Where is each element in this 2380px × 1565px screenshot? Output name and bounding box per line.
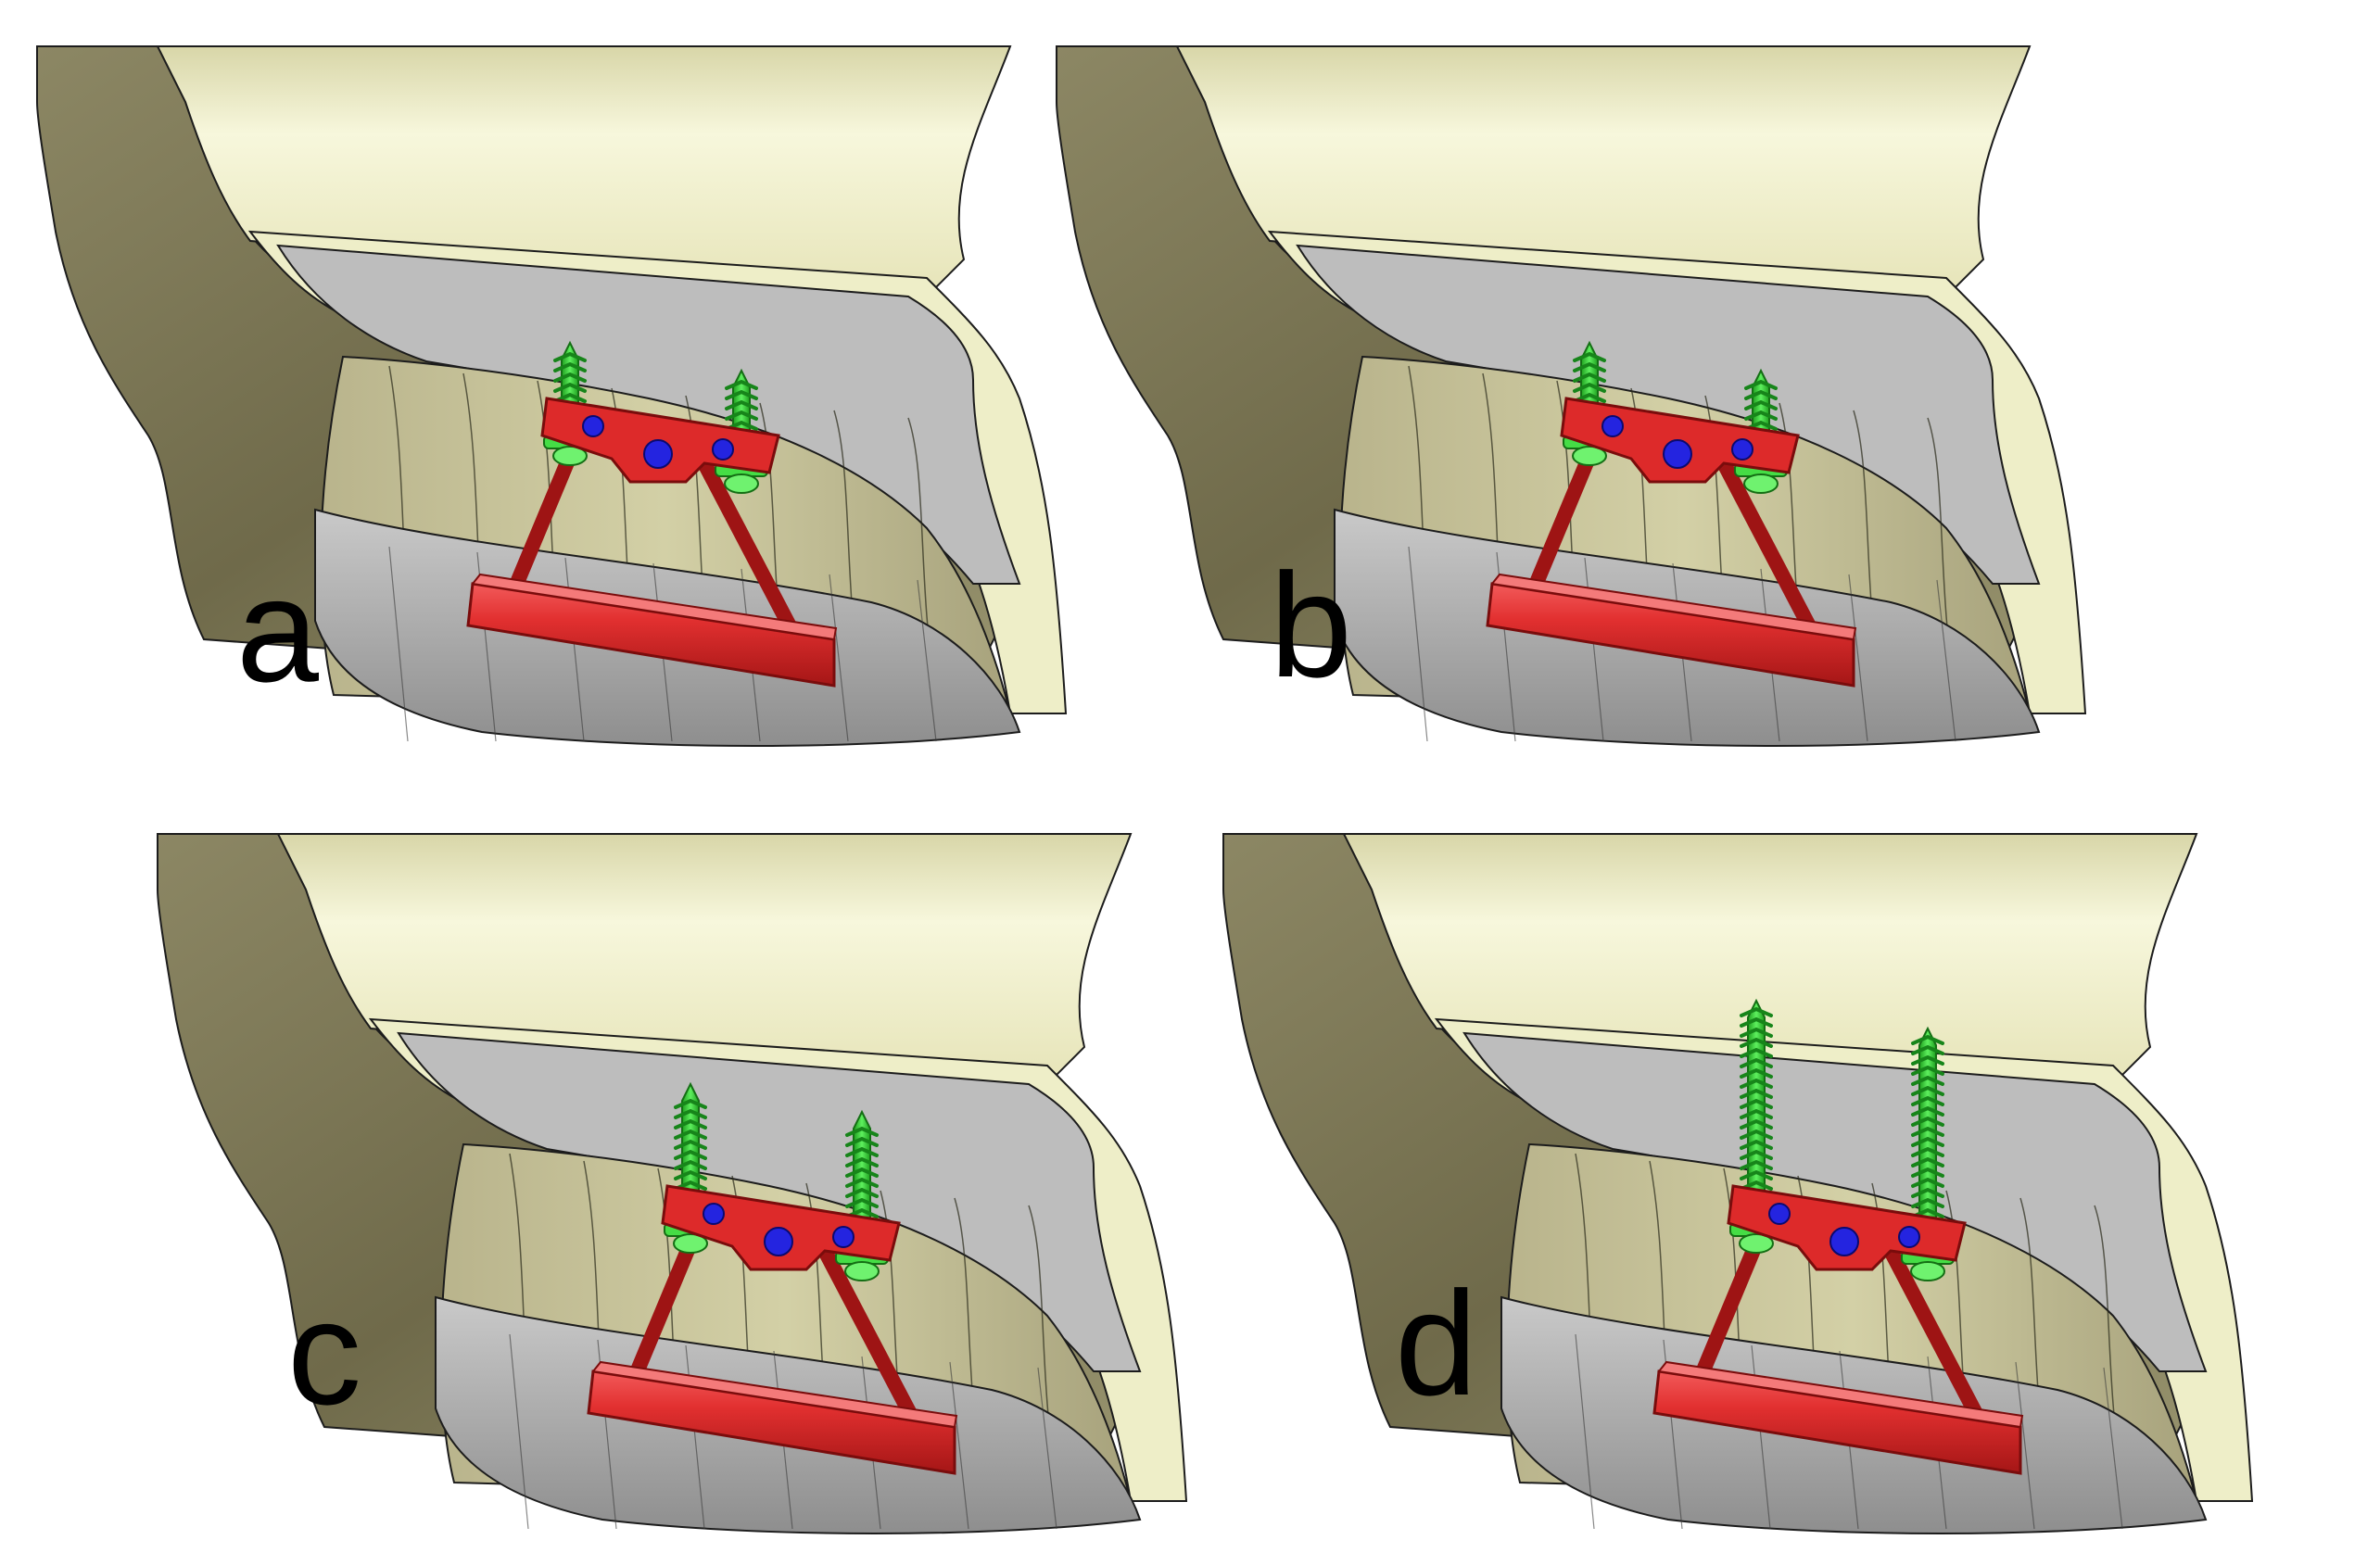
mesh-line [1037, 1367, 1057, 1530]
marker-left [703, 1203, 725, 1225]
panel-label-c: c [287, 1269, 361, 1435]
panel-label-b: b [1270, 542, 1352, 708]
mesh-line [509, 1333, 529, 1530]
mesh-line [1848, 574, 1868, 742]
device [587, 1081, 958, 1475]
panels-layer: a b c d [36, 45, 2254, 1534]
bone-top-surface [276, 833, 1133, 1086]
panel-label-d: d [1395, 1260, 1477, 1426]
bottom-bar-top-face [1490, 573, 1857, 641]
device [1486, 340, 1857, 688]
mesh-line [829, 574, 849, 742]
panel-label-a: a [236, 547, 319, 713]
panel-b [1056, 45, 2087, 747]
marker-left [582, 415, 604, 437]
device [466, 340, 838, 688]
marker-left [1601, 415, 1624, 437]
mesh-line [1936, 579, 1956, 742]
panel-d [1222, 833, 2254, 1534]
marker-center [764, 1227, 793, 1256]
mesh-line [1408, 546, 1428, 742]
marker-center [1829, 1227, 1859, 1256]
bottom-bar-top-face [591, 1360, 958, 1429]
marker-right [1898, 1226, 1920, 1248]
mesh-line [917, 579, 937, 742]
bone-top-surface [1342, 833, 2198, 1086]
mesh-line [2103, 1367, 2123, 1530]
marker-right [832, 1226, 855, 1248]
bone-top-surface [156, 45, 1012, 298]
marker-right [712, 438, 734, 461]
bottom-bar-top-face [471, 573, 838, 641]
mesh-line [949, 1361, 969, 1530]
marker-center [643, 439, 673, 469]
bone-top-surface [1175, 45, 2032, 298]
bottom-bar-top-face [1657, 1360, 2024, 1429]
marker-left [1768, 1203, 1791, 1225]
mesh-line [388, 546, 409, 742]
device [1652, 998, 2024, 1475]
marker-right [1731, 438, 1753, 461]
panel-a [36, 45, 1068, 747]
mesh-line [2015, 1361, 2035, 1530]
panel-c [157, 833, 1188, 1534]
mesh-line [1575, 1333, 1595, 1530]
marker-center [1663, 439, 1692, 469]
